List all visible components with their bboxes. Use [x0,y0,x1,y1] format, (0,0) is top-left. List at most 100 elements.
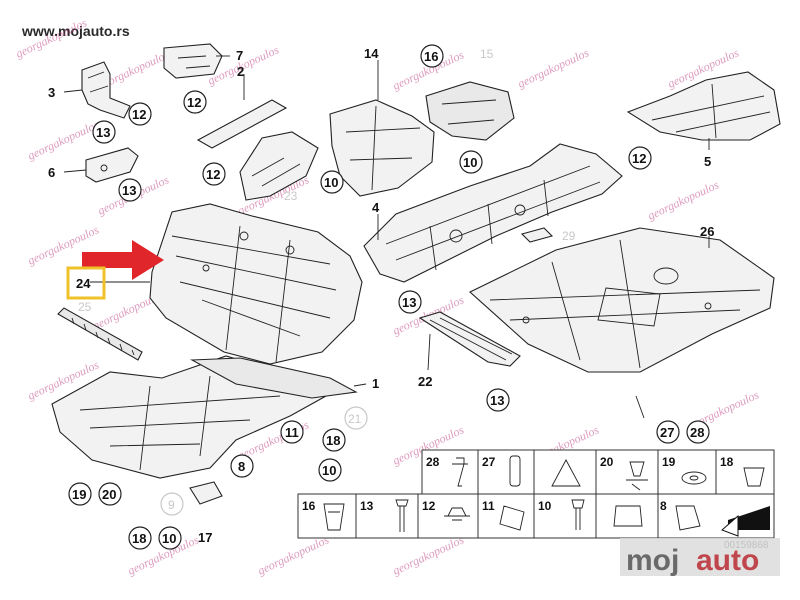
callout-24: 24 [76,276,91,291]
callout-2: 2 [237,64,244,79]
circle-12 [628,146,652,170]
watermark: georgakopoulos [25,117,101,162]
callout-18: 18 [326,433,340,448]
callout-5: 5 [704,154,711,169]
circle-10 [320,170,344,194]
grid-label: 16 [302,499,316,513]
rear-floor-panel-26 [469,227,775,373]
circle-11 [280,420,304,444]
callout-8: 8 [238,459,245,474]
engine-undertray [51,355,358,479]
grid-cell-16 [297,493,357,539]
callout-1: 1 [372,376,379,391]
callout-17: 17 [198,530,212,545]
bracket-15-16 [425,81,515,141]
grid-label: 8 [660,499,667,513]
circle-16 [420,44,444,68]
callout-4: 4 [372,200,380,215]
circle-27 [656,420,680,444]
grid-cell-20 [595,449,659,495]
callout-3: 3 [48,85,55,100]
callout-18: 18 [132,531,146,546]
callout-12: 12 [132,107,146,122]
callout-12: 12 [187,95,201,110]
circle-10 [318,458,342,482]
circle-12 [128,102,152,126]
circle-12 [183,90,207,114]
highlight-arrow [82,240,164,280]
circle-18 [322,428,346,452]
side-strip-25 [57,307,143,361]
grid-cell-19 [657,449,717,495]
circle-28 [686,420,710,444]
mojauto-logo: moj auto [620,538,780,577]
front-underbody-panel [149,203,363,365]
callout-12: 12 [206,167,220,182]
fastener-grid: 28 27 20 19 18 16 13 12 11 10 8 [297,449,775,539]
highlight-box [66,266,106,300]
callout-20: 20 [102,487,116,502]
callout-28: 28 [690,425,704,440]
callout-22: 22 [418,374,432,389]
watermark: georgakopoulos [255,532,331,577]
grid-label: 13 [360,499,374,513]
callout-6: 6 [48,165,55,180]
grid-cell-11 [477,493,535,539]
label-plate-29 [520,227,554,243]
callout-11: 11 [285,425,299,440]
circle-8 [230,454,254,478]
callout-10: 10 [324,175,338,190]
grid-label: 11 [482,499,495,513]
grid-cell-28 [421,449,479,495]
circle-10 [459,150,483,174]
circle-13 [118,178,142,202]
circle-13 [398,290,422,314]
grid-cell-8 [595,493,659,539]
callouts: 3 6 7 2 14 15 5 4 23 29 26 25 1 22 17 24… [48,44,714,550]
callout-10: 10 [162,531,176,546]
watermark: georgakopoulos [515,45,591,90]
site-url[interactable]: www.mojauto.rs [21,23,130,39]
callout-26: 26 [700,224,714,239]
circle-10 [158,526,182,550]
circle-9 [160,492,184,516]
callout-10: 10 [463,155,477,170]
grid-label: 10 [538,499,552,513]
clip-17 [189,481,223,505]
callout-27: 27 [660,425,674,440]
callout-29: 29 [562,229,576,243]
watermark: georgakopoulos [390,532,466,577]
strip-2 [196,99,288,149]
callout-13: 13 [490,393,504,408]
grid-label: 19 [662,455,676,469]
callout-14: 14 [364,46,379,61]
callout-13: 13 [122,183,136,198]
grid-label: 20 [600,455,614,469]
grid-cell-13 [355,493,419,539]
callout-13: 13 [96,125,110,140]
watermark: georgakopoulos [645,177,721,222]
callout-7: 7 [236,48,243,63]
callout-12: 12 [632,151,646,166]
callout-19: 19 [72,487,86,502]
rear-shield-5 [626,71,781,141]
grid-cell-blank [533,449,597,495]
circle-20 [98,482,122,506]
grid-label: 18 [720,455,734,469]
callout-16: 16 [424,49,438,64]
bracket-7 [163,43,223,79]
logo-auto: auto [696,544,759,577]
grid-label: 12 [422,499,436,513]
circle-13 [92,120,116,144]
circle-21 [344,406,368,430]
bracket-3 [81,61,131,119]
callout-21: 21 [348,412,362,426]
callout-13: 13 [402,295,416,310]
callout-10: 10 [322,463,336,478]
circle-13 [486,388,510,412]
logo-moj: moj [626,544,679,577]
circle-19 [68,482,92,506]
callout-15: 15 [480,47,494,61]
callout-23: 23 [284,189,298,203]
